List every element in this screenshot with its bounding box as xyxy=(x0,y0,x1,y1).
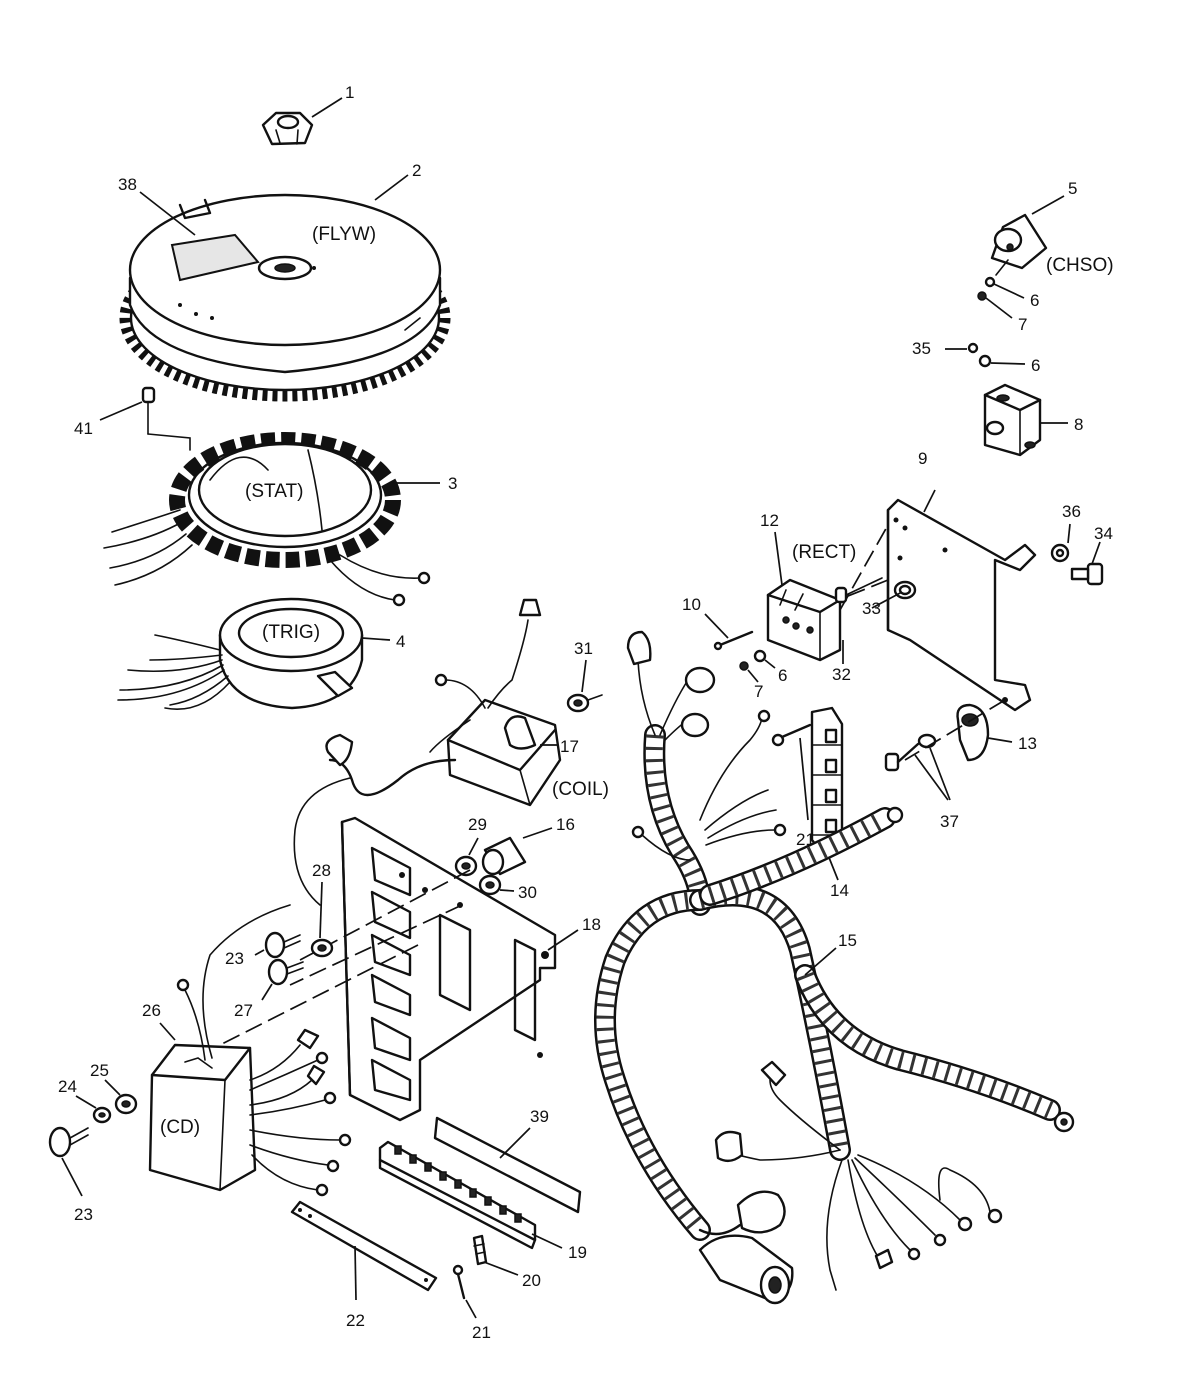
decal-22 xyxy=(290,1200,438,1292)
stator-screw xyxy=(141,386,156,435)
nut-30 xyxy=(478,874,502,896)
washer-29 xyxy=(454,855,478,877)
trigger-label: (TRIG) xyxy=(262,622,320,643)
flywheel-nut xyxy=(261,111,314,146)
screw-23-lower xyxy=(48,1126,89,1158)
callout-37: 37 xyxy=(940,812,959,831)
washer-25 xyxy=(114,1093,138,1115)
screw-32 xyxy=(834,577,883,604)
callout-4: 4 xyxy=(396,632,405,651)
callout-34: 34 xyxy=(1094,524,1113,543)
callout-24: 24 xyxy=(58,1077,77,1096)
screw-21-upper xyxy=(771,723,812,747)
flywheel xyxy=(119,193,451,402)
washer-28 xyxy=(310,938,334,958)
callout-26: 26 xyxy=(142,1001,161,1020)
screw-10 xyxy=(713,630,754,651)
cd-label: (CD) xyxy=(160,1117,200,1138)
choke-bracket xyxy=(983,383,1042,457)
flywheel-label: (FLYW) xyxy=(312,224,376,245)
stator xyxy=(103,432,431,607)
callout-6-lower: 6 xyxy=(778,666,787,685)
screw-23-upper xyxy=(264,931,301,959)
terminal-block-14 xyxy=(810,706,844,858)
chso-label: (CHSO) xyxy=(1046,255,1114,276)
callout-23-lower: 23 xyxy=(74,1205,93,1224)
decal-39 xyxy=(433,1116,582,1214)
spacer-16 xyxy=(481,836,527,876)
clamp-13 xyxy=(956,703,990,762)
callout-30: 30 xyxy=(518,883,537,902)
callout-3: 3 xyxy=(448,474,457,493)
callout-21-lower: 21 xyxy=(472,1323,491,1342)
callout-33: 33 xyxy=(862,599,881,618)
callout-17: 17 xyxy=(560,737,579,756)
screw-34 xyxy=(1070,562,1104,586)
callout-12: 12 xyxy=(760,511,779,530)
terminal-strip-19 xyxy=(378,1140,537,1250)
screw-27 xyxy=(267,958,304,986)
callout-1: 1 xyxy=(345,83,354,102)
callout-2: 2 xyxy=(412,161,421,180)
rectifier-label: (RECT) xyxy=(792,542,856,563)
callout-22: 22 xyxy=(346,1311,365,1330)
callout-38: 38 xyxy=(118,175,137,194)
wiring-harness xyxy=(594,630,1075,1305)
screw-37 xyxy=(884,733,937,772)
callout-10: 10 xyxy=(682,595,701,614)
washer-24 xyxy=(92,1106,112,1124)
screw-35 xyxy=(967,342,992,368)
callout-6-upper: 6 xyxy=(1030,291,1039,310)
callout-25: 25 xyxy=(90,1061,109,1080)
callout-7-upper: 7 xyxy=(1018,315,1027,334)
callout-20: 20 xyxy=(522,1271,541,1290)
callout-6-mid: 6 xyxy=(1031,356,1040,375)
callout-19: 19 xyxy=(568,1243,587,1262)
callout-32: 32 xyxy=(832,665,851,684)
callout-16: 16 xyxy=(556,815,575,834)
callout-13: 13 xyxy=(1018,734,1037,753)
callout-31: 31 xyxy=(574,639,593,658)
callout-28: 28 xyxy=(312,861,331,880)
callout-41: 41 xyxy=(74,419,93,438)
callout-5: 5 xyxy=(1068,179,1077,198)
cd-module xyxy=(148,904,352,1197)
jumper-20 xyxy=(472,1234,488,1266)
callout-27: 27 xyxy=(234,1001,253,1020)
callout-36: 36 xyxy=(1062,502,1081,521)
callout-8: 8 xyxy=(1074,415,1083,434)
callout-9: 9 xyxy=(918,449,927,468)
callout-14: 14 xyxy=(830,881,849,900)
coil-label: (COIL) xyxy=(552,779,609,800)
rectifier xyxy=(766,578,842,662)
washer-6-lower xyxy=(739,649,767,671)
callout-15: 15 xyxy=(838,931,857,950)
callout-35: 35 xyxy=(912,339,931,358)
trigger xyxy=(117,597,364,710)
rectifier-mounting-plate xyxy=(886,498,1037,712)
ignition-coil xyxy=(293,598,562,906)
callout-18: 18 xyxy=(582,915,601,934)
screw-21-lower xyxy=(452,1264,466,1300)
stator-label: (STAT) xyxy=(245,481,303,502)
callout-39: 39 xyxy=(530,1107,549,1126)
grommet-31 xyxy=(566,693,603,713)
callout-29: 29 xyxy=(468,815,487,834)
choke-solenoid xyxy=(990,213,1048,276)
washer-6-upper xyxy=(977,276,996,301)
nut-36 xyxy=(1050,543,1070,563)
callout-23-upper: 23 xyxy=(225,949,244,968)
callout-7-lower: 7 xyxy=(754,682,763,701)
